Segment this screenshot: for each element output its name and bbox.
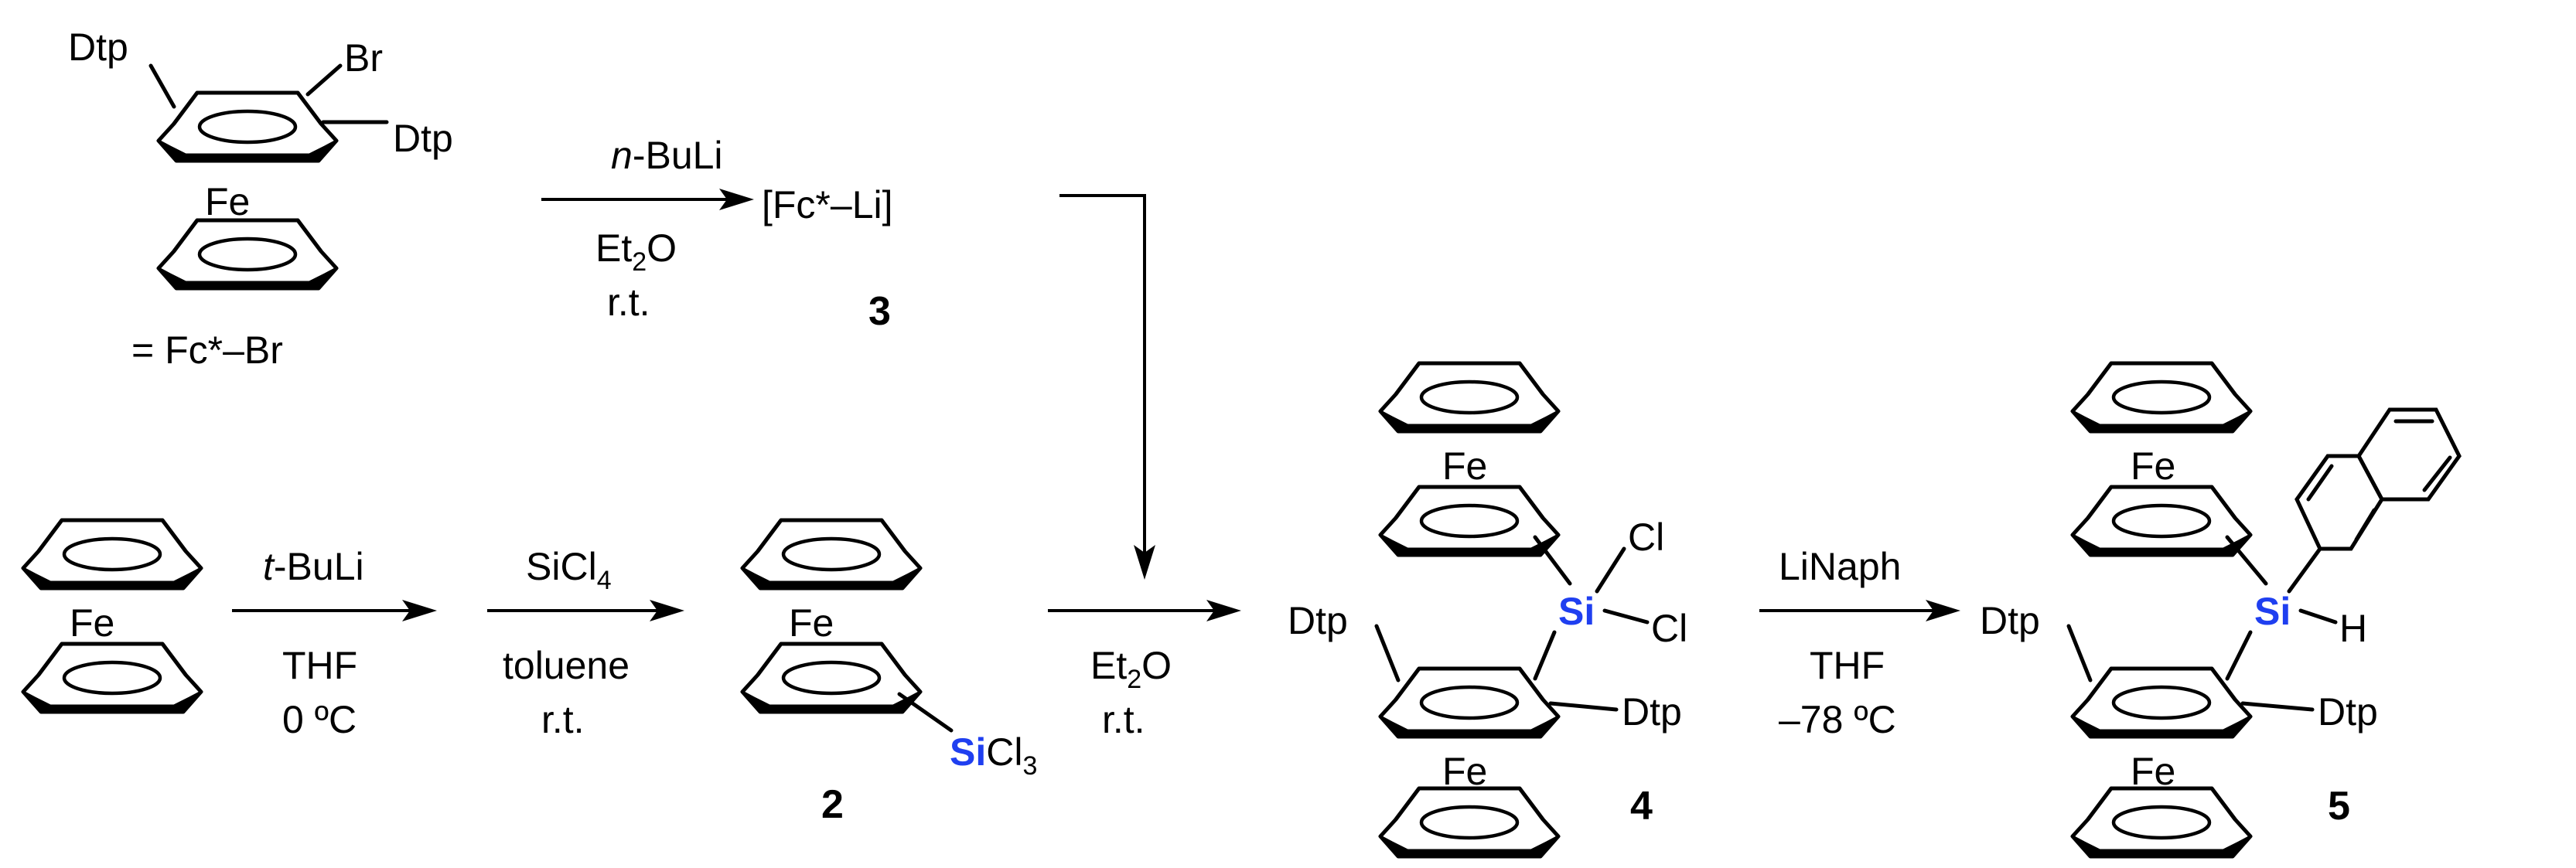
ferrocene-structure: Fe [23, 520, 201, 712]
dtp-label-2: Dtp [2318, 690, 2378, 734]
naphthyl-group [2287, 407, 2462, 594]
dtp-label-2: Dtp [1622, 690, 1682, 734]
fc-star-li-label: [Fc*–Li] [762, 183, 893, 226]
cond-et2o-2: Et2O [1090, 644, 1172, 694]
cp-ring-bottom [159, 220, 336, 288]
cond-minus78: –78 ºC [1779, 698, 1896, 741]
compound-5-label: 5 [2328, 784, 2350, 829]
bond-dtp-2 [1548, 701, 1619, 712]
dtp-label-1: Dtp [68, 26, 128, 69]
cp-ring-bottom [742, 644, 920, 712]
bond-dtp-2 [2240, 701, 2315, 712]
fe-label: Fe [789, 601, 834, 645]
compound-2-structure: Fe SiCl3 2 [742, 520, 1037, 827]
si-label: Si [2254, 590, 2291, 633]
arrow-tbuli: t-BuLi THF 0 ºC [232, 545, 437, 741]
bond-dtp-1 [148, 63, 176, 109]
cl-label-2: Cl [1651, 607, 1687, 650]
cond-sicl4: SiCl4 [526, 545, 612, 595]
bond-si-h [2298, 608, 2338, 625]
h-label: H [2339, 607, 2367, 650]
dtp-label-2: Dtp [393, 117, 453, 160]
compound-4-structure: Fe Si Cl Cl Dtp Dtp Fe 4 [1288, 363, 1687, 856]
cond-linaph: LiNaph [1779, 545, 1901, 588]
cond-rt-3: r.t. [1102, 698, 1145, 741]
arrow-nbuli: n-BuLi Et2O r.t. [541, 134, 754, 324]
bond-si-cl1 [1595, 546, 1626, 594]
br-label: Br [344, 36, 383, 80]
fe-label-bottom: Fe [1442, 750, 1487, 793]
compound-5-structure: Fe Si H Dtp Dtp Fe 5 [1980, 363, 2462, 856]
arrow-sicl4: SiCl4 toluene r.t. [487, 545, 684, 741]
cp-ring-top [23, 520, 201, 588]
arrow-line [1059, 194, 1146, 560]
cp-ring-substituted [2073, 669, 2250, 737]
fe-label: Fe [205, 180, 250, 223]
bond-si-cl2 [1602, 608, 1650, 625]
cp-ring-top [1380, 363, 1558, 431]
si-label: Si [1558, 590, 1595, 633]
compound-3-label: 3 [868, 289, 891, 334]
bond-si [897, 692, 954, 733]
cp-ring-bottom [1380, 788, 1558, 856]
fe-label-top: Fe [2131, 444, 2175, 488]
dtp-label-1: Dtp [1288, 599, 1348, 642]
double-bond-4 [2422, 455, 2452, 492]
cond-tbuli: t-BuLi [263, 545, 364, 588]
cp-ring-bottom [23, 644, 201, 712]
bond-si-cp2 [1533, 630, 1557, 681]
arrow-li-to-4 [1059, 194, 1155, 580]
arrowhead [1926, 600, 1960, 621]
arrowhead [1134, 545, 1155, 580]
cond-nbuli: n-BuLi [611, 134, 723, 177]
arrowhead [719, 189, 754, 210]
compound-2-label: 2 [821, 782, 844, 827]
cp-ring-bottom [2073, 788, 2250, 856]
cond-0c: 0 ºC [282, 698, 357, 741]
dtp-label-1: Dtp [1980, 599, 2040, 642]
cp-ring-mid [1380, 487, 1558, 555]
fe-label: Fe [70, 601, 114, 645]
bond-dtp-1 [1374, 624, 1401, 682]
fc-star-br-structure: Dtp Br Dtp Fe = Fc*–Br [68, 26, 453, 372]
naphthalene-ring-right [2356, 407, 2462, 502]
cp-ring-top [2073, 363, 2250, 431]
cond-toluene: toluene [503, 644, 629, 687]
cl-label-1: Cl [1628, 516, 1664, 559]
double-bond-1 [2306, 464, 2334, 502]
arrow-linaph: LiNaph THF –78 ºC [1759, 545, 1960, 741]
fe-label-top: Fe [1442, 444, 1487, 488]
cond-et2o-1: Et2O [595, 226, 677, 277]
arrowhead [1206, 600, 1241, 621]
sicl3-label: SiCl3 [950, 730, 1037, 781]
cond-thf-2: THF [1810, 644, 1885, 687]
fe-label-bottom: Fe [2131, 750, 2175, 793]
fc-star-br-label: = Fc*–Br [131, 328, 283, 372]
bond-si-cp [1533, 535, 1572, 586]
cp-ring-top [742, 520, 920, 588]
arrowhead [402, 600, 437, 621]
bond-si-cp [2225, 535, 2268, 586]
arrow-et2o: Et2O r.t. [1048, 600, 1241, 741]
bond-dtp-1 [2066, 624, 2093, 682]
naphthalene-ring-left [2295, 454, 2384, 551]
cond-rt-2: r.t. [541, 698, 585, 741]
bond-si-naphthyl [2287, 546, 2322, 594]
arrowhead [650, 600, 684, 621]
cp-ring-substituted [1380, 669, 1558, 737]
compound-4-label: 4 [1630, 784, 1653, 829]
cond-rt-1: r.t. [607, 281, 650, 324]
substituted-cp-ring [159, 93, 336, 161]
bond-si-cp2 [2225, 630, 2253, 681]
cond-thf-1: THF [282, 644, 357, 687]
bond-br [305, 63, 343, 97]
cp-ring-mid [2073, 487, 2250, 555]
double-bond-2 [2354, 508, 2376, 542]
